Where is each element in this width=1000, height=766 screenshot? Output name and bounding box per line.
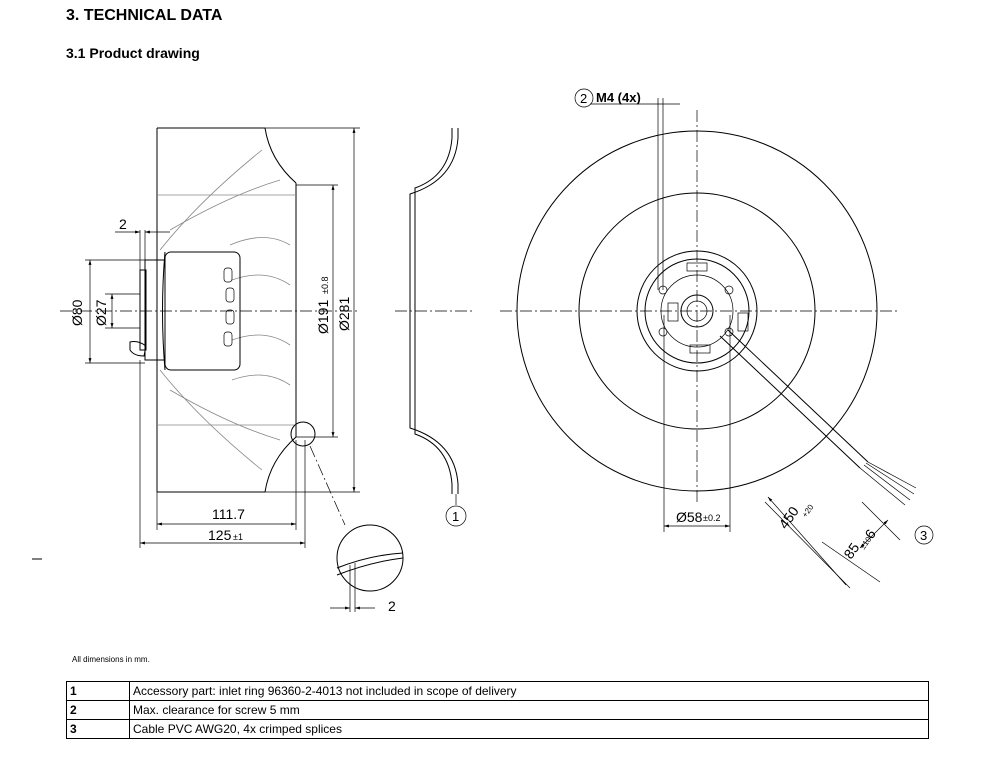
legend-text: Max. clearance for screw 5 mm [129, 700, 929, 720]
legend-row: 1 Accessory part: inlet ring 96360-2-401… [66, 681, 929, 701]
front-view [500, 88, 934, 589]
legend-num: 1 [66, 681, 130, 701]
legend-num: 3 [66, 719, 130, 739]
legend-text: Accessory part: inlet ring 96360-2-4013 … [129, 681, 929, 701]
dim-len-125-tol: ±1 [233, 532, 243, 542]
dim-dia-58: Ø58 [676, 509, 703, 525]
side-view [60, 127, 360, 526]
dimensions-note: All dimensions in mm. [72, 655, 150, 664]
subsection-title: 3.1 Product drawing [66, 45, 200, 61]
dim-cable-450: 450 [775, 503, 802, 531]
dim-cable-85: 85 [840, 540, 862, 562]
dim-len-125: 125 [208, 527, 232, 543]
side-dimensions [85, 127, 360, 548]
legend-row: 3 Cable PVC AWG20, 4x crimped splices [66, 719, 929, 739]
legend-table: 1 Accessory part: inlet ring 96360-2-401… [66, 681, 929, 739]
dim-dia-191-tol: ±0.8 [320, 277, 330, 294]
dim-dia-80: Ø80 [69, 299, 85, 326]
dim-gap-top: 2 [119, 216, 127, 232]
dim-len-111: 111.7 [212, 506, 245, 522]
dim-dia-191: Ø191 [315, 300, 331, 334]
legend-row: 2 Max. clearance for screw 5 mm [66, 700, 929, 720]
dim-dia-58-tol: ±0.2 [703, 513, 720, 523]
callout-1: 1 [452, 509, 459, 524]
dim-cable-450-tol: +20 [800, 502, 815, 519]
dim-screw: M4 (4x) [596, 90, 641, 105]
inlet-ring-view [395, 128, 475, 527]
detail-view [330, 524, 404, 612]
product-drawing: 2 Ø80 Ø27 Ø191 ±0.8 Ø281 111.7 125 ±1 2 … [32, 88, 934, 614]
dim-dia-281: Ø281 [336, 297, 352, 331]
callout-3: 3 [920, 528, 927, 543]
legend-num: 2 [66, 700, 130, 720]
legend-text: Cable PVC AWG20, 4x crimped splices [129, 719, 929, 739]
dim-dia-27: Ø27 [93, 299, 109, 326]
callout-2: 2 [580, 91, 587, 106]
section-title: 3. TECHNICAL DATA [66, 7, 223, 24]
dim-detail-gap: 2 [388, 598, 396, 614]
